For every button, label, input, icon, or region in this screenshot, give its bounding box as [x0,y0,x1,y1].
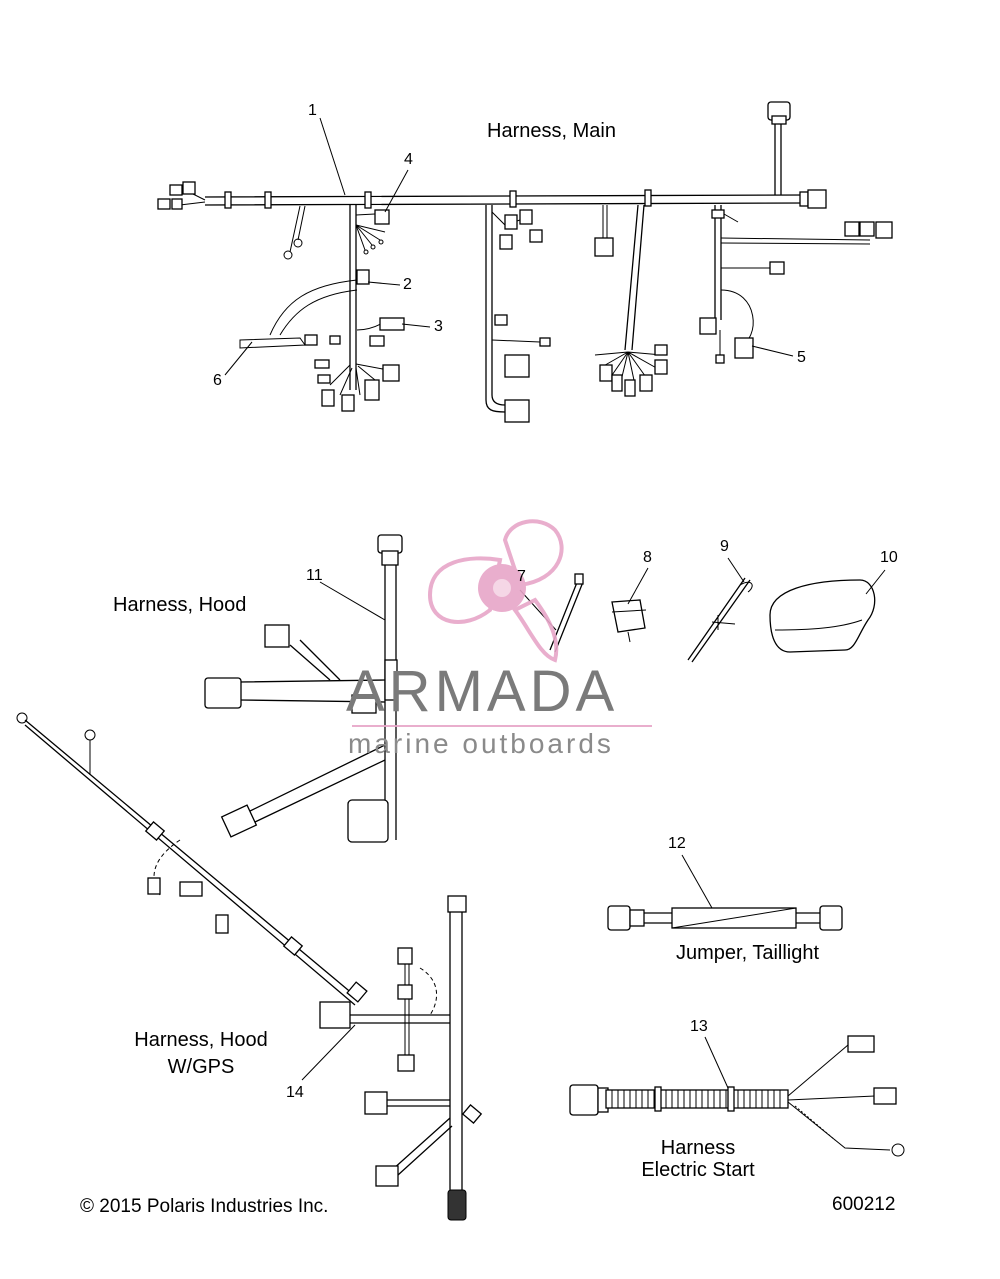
harness-electric-start-drawing [569,1035,905,1157]
callout-2: 2 [403,276,412,293]
callout-11: 11 [306,567,323,584]
callout-8: 8 [643,549,652,566]
harness-main-drawing [157,101,893,423]
callout-6: 6 [213,372,222,389]
callout-4: 4 [404,151,413,168]
harness-hood-gps-label-line1: Harness, Hood [134,1029,268,1051]
callout-10: 10 [880,549,898,566]
harness-hood-gps-drawing [16,712,483,1221]
copyright-notice: © 2015 Polaris Industries Inc. [80,1196,329,1217]
small-parts-drawing [549,573,876,663]
watermark-subtitle: marine outboards [348,728,614,759]
callout-leaders [224,117,886,1089]
harness-hood-gps-label-line2: W/GPS [167,1056,235,1078]
harness-electric-start-label-line1: Harness [660,1137,736,1159]
callout-14: 14 [286,1084,304,1101]
jumper-taillight-label: Jumper, Taillight [676,942,820,964]
harness-hood-drawing [204,534,403,843]
callout-13: 13 [690,1018,708,1035]
harness-electric-start-label-line2: Electric Start [641,1159,755,1181]
callout-12: 12 [668,835,686,852]
jumper-taillight-drawing [607,905,843,931]
callout-1: 1 [308,102,317,119]
callout-7: 7 [517,568,526,585]
harness-hood-label: Harness, Hood [113,594,247,616]
callout-3: 3 [434,318,443,335]
callout-5: 5 [797,349,806,366]
callout-9: 9 [720,538,729,555]
watermark-title: ARMADA [346,659,619,724]
watermark-propeller-logo [352,519,652,727]
harness-main-label: Harness, Main [487,120,616,142]
part-code: 600212 [832,1194,896,1215]
